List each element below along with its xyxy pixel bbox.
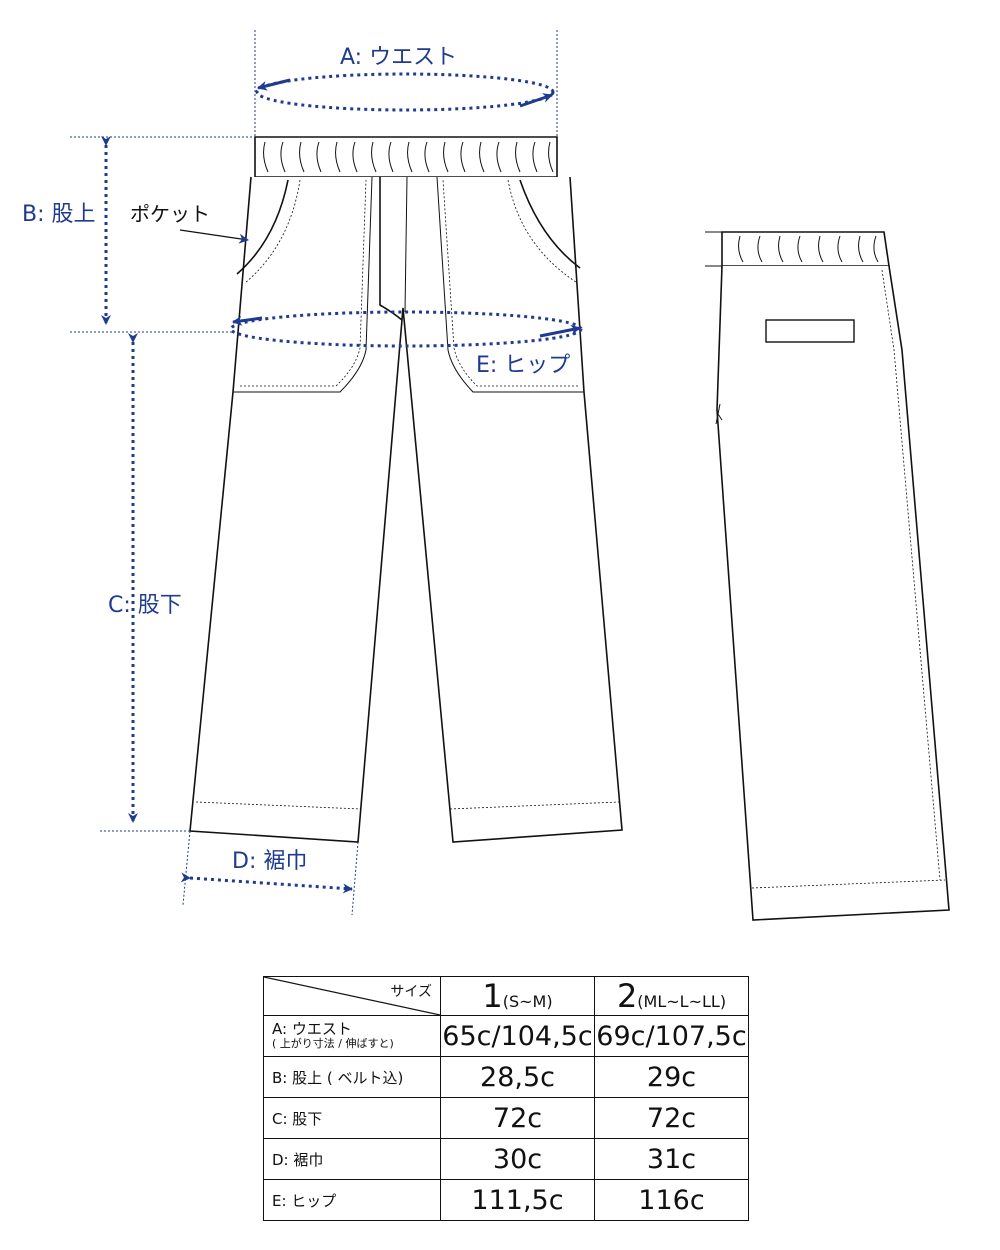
size-2-header: 2(ML~L~LL) [594,976,749,1016]
back-pocket [765,319,855,343]
rise-label: B: 股上 [22,202,96,227]
fly [379,177,403,321]
pocket-left [236,179,289,275]
table-cell: 65c/104,5c [440,1015,595,1057]
hem-arrow [180,872,353,894]
waistband-gathers [263,141,554,173]
table-cell: 30c [440,1138,595,1180]
pocket-right [519,179,581,269]
row-label: B: 股上 ( ベルト込) [263,1056,441,1098]
hip-label: E: ヒップ [476,353,570,378]
pocket-label: ポケット [130,202,210,226]
row-label: A: ウエスト ( 上がり寸法 / 伸ばすと) [263,1015,441,1057]
table-row: C: 股下 72c 72c [263,1097,749,1139]
back-view [705,231,950,921]
table-row: E: ヒップ 111,5c 116c [263,1179,749,1221]
table-cell: 29c [594,1056,749,1098]
measurement-guides [70,30,583,916]
pocket-leader [179,229,249,244]
row-label: D: 裾巾 [263,1138,441,1180]
corner-cell: サイズ [263,976,441,1016]
table-cell: 116c [594,1179,749,1221]
front-panel-right [436,176,584,393]
table-cell: 31c [594,1138,749,1180]
hip-ellipse [229,310,583,348]
table-cell: 72c [594,1097,749,1139]
pants-front-outline [189,176,623,843]
pants-measurement-diagram: A: ウエスト B: 股上 C: 股下 D: 裾巾 E: ヒップ ポケット [22,30,950,921]
row-label: C: 股下 [263,1097,441,1139]
hem-label: D: 裾巾 [232,849,307,874]
inseam-label: C: 股下 [108,593,182,618]
front-view [189,136,623,843]
table-row: A: ウエスト ( 上がり寸法 / 伸ばすと) 65c/104,5c 69c/1… [263,1015,749,1057]
table-cell: 28,5c [440,1056,595,1098]
row-label: E: ヒップ [263,1179,441,1221]
table-header-row: サイズ 1(S~M) 2(ML~L~LL) [263,976,749,1016]
table-cell: 69c/107,5c [594,1015,749,1057]
table-cell: 72c [440,1097,595,1139]
size-table: サイズ 1(S~M) 2(ML~L~LL) A: ウエスト ( 上がり寸法 / … [263,976,749,1221]
waist-label: A: ウエスト [340,45,457,70]
table-cell: 111,5c [440,1179,595,1221]
corner-label: サイズ [390,984,432,1000]
front-panel-left [233,176,373,393]
table-row: B: 股上 ( ベルト込) 28,5c 29c [263,1056,749,1098]
hem-stitch-right [449,801,620,810]
hem-stitch-left [195,801,362,810]
waist-ellipse [255,72,555,112]
table-row: D: 裾巾 30c 31c [263,1138,749,1180]
size-1-header: 1(S~M) [440,976,595,1016]
